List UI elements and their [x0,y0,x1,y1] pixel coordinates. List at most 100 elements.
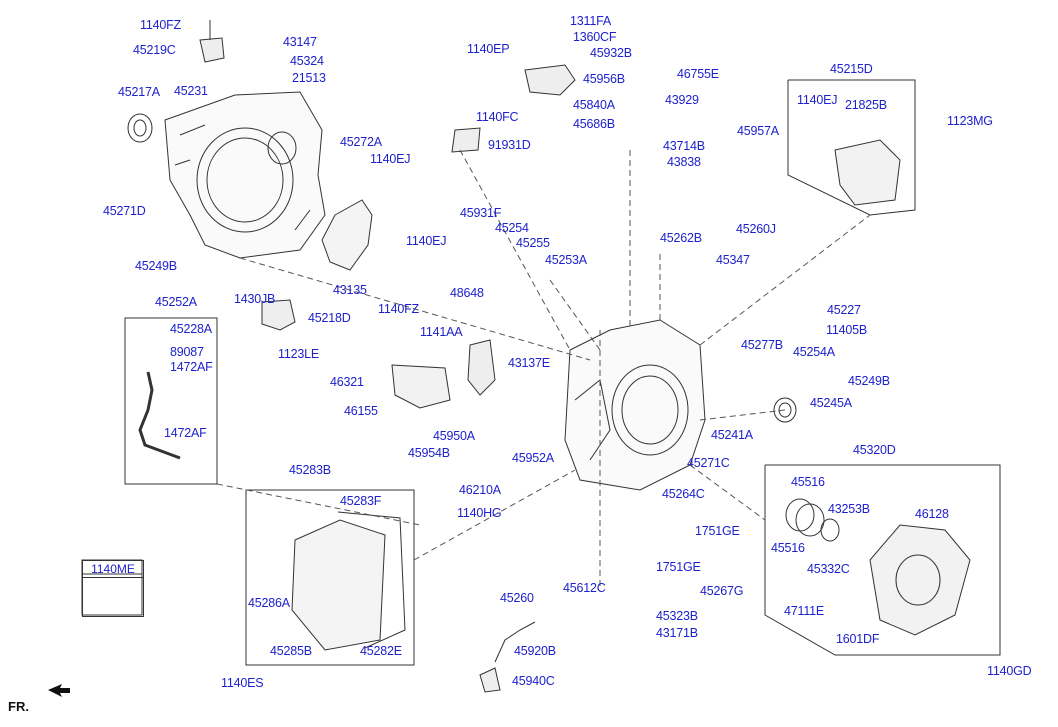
part-label-45217A[interactable]: 45217A [118,85,160,99]
part-label-45253A[interactable]: 45253A [545,253,587,267]
part-label-45271C[interactable]: 45271C [687,456,730,470]
part-label-45260[interactable]: 45260 [500,591,534,605]
part-label-47111E[interactable]: 47111E [784,604,825,618]
part-label-43147[interactable]: 43147 [283,35,317,49]
part-label-1751GE_a[interactable]: 1751GE [695,524,740,538]
part-label-45255[interactable]: 45255 [516,236,550,250]
part-label-91931D[interactable]: 91931D [488,138,531,152]
part-label-45264C[interactable]: 45264C [662,487,705,501]
part-label-43171B[interactable]: 43171B [656,626,698,640]
part-label-11405B[interactable]: 11405B [826,323,867,337]
part-label-45245A[interactable]: 45245A [810,396,852,410]
part-label-1140GD[interactable]: 1140GD [987,664,1032,678]
part-label-45219C[interactable]: 45219C [133,43,176,57]
part-label-46755E[interactable]: 46755E [677,67,719,81]
oil-filter-drawing [391,364,451,409]
part-label-45254A[interactable]: 45254A [793,345,835,359]
part-label-1140HG[interactable]: 1140HG [457,506,502,520]
part-label-1141AA[interactable]: 1141AA [420,325,463,339]
part-label-43714B[interactable]: 43714B [663,139,705,153]
part-label-1140EJ_c[interactable]: 1140EJ [406,234,447,248]
part-label-45516_a[interactable]: 45516 [791,475,825,489]
part-label-45516_b[interactable]: 45516 [771,541,805,555]
part-label-45957A[interactable]: 45957A [737,124,779,138]
part-label-45249B_a[interactable]: 45249B [135,259,177,273]
part-label-45254[interactable]: 45254 [495,221,529,235]
part-label-45932B[interactable]: 45932B [590,46,632,60]
part-label-89087[interactable]: 89087 [170,345,204,359]
box-1140ME-title: 1140ME [83,561,143,578]
part-label-45218D[interactable]: 45218D [308,311,351,325]
part-label-45262B[interactable]: 45262B [660,231,702,245]
part-label-45324[interactable]: 45324 [290,54,324,68]
part-label-1140FZ_top[interactable]: 1140FZ [140,18,181,32]
part-label-1601DF[interactable]: 1601DF [836,632,880,646]
part-label-43135[interactable]: 43135 [333,283,367,297]
part-label-45347[interactable]: 45347 [716,253,750,267]
part-label-1311FA[interactable]: 1311FA [570,14,611,28]
part-label-1140ES[interactable]: 1140ES [221,676,264,690]
part-label-43929[interactable]: 43929 [665,93,699,107]
converter-housing-drawing [164,91,326,259]
part-label-45956B[interactable]: 45956B [583,72,625,86]
part-label-46210A[interactable]: 46210A [459,483,501,497]
part-label-1140EJ_b[interactable]: 1140EJ [797,93,838,107]
heat-shield-drawing [321,199,373,271]
part-label-45272A[interactable]: 45272A [340,135,382,149]
part-label-1140FZ_b[interactable]: 1140FZ [378,302,419,316]
rear-cover-drawing [869,524,971,636]
part-label-45283B[interactable]: 45283B [289,463,331,477]
part-label-1140EP[interactable]: 1140EP [467,42,510,56]
part-label-21513[interactable]: 21513 [292,71,326,85]
part-label-45612C[interactable]: 45612C [563,581,606,595]
part-label-1140FC[interactable]: 1140FC [476,110,519,124]
transmission-case-drawing [564,319,706,491]
front-marker: FR. [8,699,29,714]
part-label-1360CF[interactable]: 1360CF [573,30,617,44]
part-label-43838[interactable]: 43838 [667,155,701,169]
part-label-43253B[interactable]: 43253B [828,502,870,516]
part-label-45249B_b[interactable]: 45249B [848,374,890,388]
part-label-45954B[interactable]: 45954B [408,446,450,460]
part-label-45241A[interactable]: 45241A [711,428,753,442]
part-label-45231[interactable]: 45231 [174,84,208,98]
part-label-45267G[interactable]: 45267G [700,584,744,598]
part-label-48648[interactable]: 48648 [450,286,484,300]
part-label-45686B[interactable]: 45686B [573,117,615,131]
part-label-45920B[interactable]: 45920B [514,644,556,658]
part-label-45227[interactable]: 45227 [827,303,861,317]
part-label-45950A[interactable]: 45950A [433,429,475,443]
part-label-1751GE_b[interactable]: 1751GE [656,560,701,574]
part-label-45285B[interactable]: 45285B [270,644,312,658]
part-label-1140EJ_a[interactable]: 1140EJ [370,152,411,166]
part-label-45940C[interactable]: 45940C [512,674,555,688]
part-label-1430JB[interactable]: 1430JB [234,292,276,306]
part-label-46321[interactable]: 46321 [330,375,364,389]
part-label-46128[interactable]: 46128 [915,507,949,521]
part-label-45931F[interactable]: 45931F [460,206,502,220]
part-label-45252A[interactable]: 45252A [155,295,197,309]
part-label-45228A[interactable]: 45228A [170,322,212,336]
part-label-43137E[interactable]: 43137E [508,356,550,370]
part-label-45215D[interactable]: 45215D [830,62,873,76]
part-label-45840A[interactable]: 45840A [573,98,615,112]
part-label-45320D[interactable]: 45320D [853,443,896,457]
part-label-45260J[interactable]: 45260J [736,222,776,236]
part-label-45277B[interactable]: 45277B [741,338,783,352]
part-label-45271D[interactable]: 45271D [103,204,146,218]
part-label-46155[interactable]: 46155 [344,404,378,418]
part-label-1123LE[interactable]: 1123LE [278,347,319,361]
part-label-45332C[interactable]: 45332C [807,562,850,576]
front-arrow-icon [48,684,70,697]
part-label-45283F[interactable]: 45283F [340,494,382,508]
part-label-1472AF_a[interactable]: 1472AF [170,360,213,374]
part-label-45282E[interactable]: 45282E [360,644,402,658]
part-label-21825B[interactable]: 21825B [845,98,887,112]
part-label-45952A[interactable]: 45952A [512,451,554,465]
part-label-1472AF_b[interactable]: 1472AF [164,426,207,440]
part-label-1123MG[interactable]: 1123MG [947,114,993,128]
box-1140ME: 1140ME [82,560,144,617]
seal-45217A [127,113,153,143]
part-label-45323B[interactable]: 45323B [656,609,698,623]
part-label-45286A[interactable]: 45286A [248,596,290,610]
